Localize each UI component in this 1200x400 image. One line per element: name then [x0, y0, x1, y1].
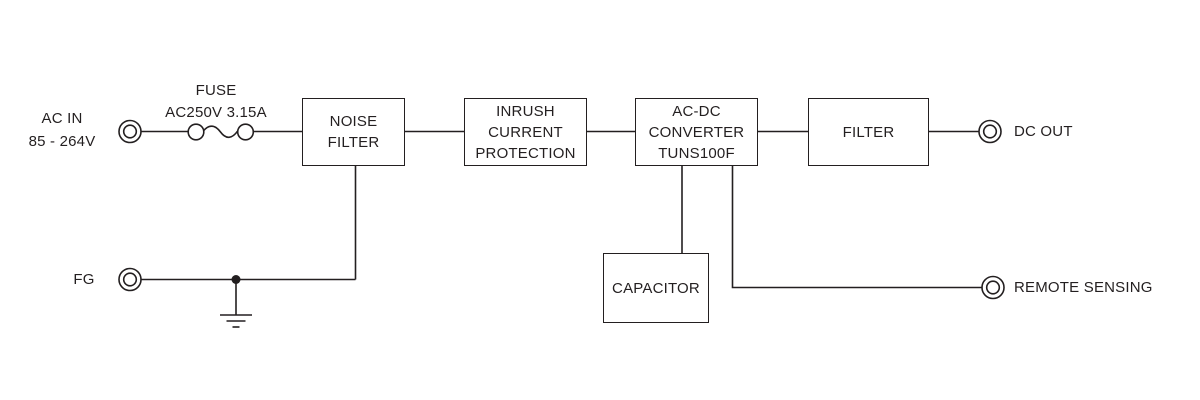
ac-in-label: AC IN 85 - 264V: [12, 107, 112, 153]
fg-terminal-icon: [118, 267, 142, 292]
block-label-line: INRUSH: [496, 102, 555, 120]
ac-dc-converter-block: AC-DC CONVERTER TUNS100F: [635, 98, 758, 166]
fuse-label: FUSE AC250V 3.15A: [150, 80, 282, 124]
dc-out-label: DC OUT: [1014, 123, 1073, 140]
fuse-label-line2: AC250V 3.15A: [165, 104, 267, 121]
dc-out-terminal-icon: [978, 119, 1002, 144]
remote-sensing-label: REMOTE SENSING: [1014, 279, 1153, 296]
wire-acdc-to-remote: [731, 166, 982, 289]
block-label-line: NOISE: [329, 113, 378, 130]
filter-block: FILTER: [808, 98, 929, 166]
ac-in-label-line2: 85 - 264V: [28, 133, 96, 150]
block-label-line: FILTER: [327, 134, 380, 151]
block-label-line: TUNS100F: [658, 144, 735, 162]
capacitor-block: CAPACITOR: [603, 253, 709, 323]
fuse-label-line1: FUSE: [195, 82, 237, 99]
block-label-line: CONVERTER: [648, 123, 745, 141]
ac-in-label-line1: AC IN: [41, 110, 83, 127]
block-label-line: CAPACITOR: [612, 279, 700, 297]
block-label-line: AC-DC: [672, 102, 721, 120]
block-label-line: PROTECTION: [475, 144, 576, 162]
ground-icon: [220, 279, 252, 328]
noise-filter-block: NOISE FILTER: [302, 98, 405, 166]
inrush-current-protection-block: INRUSH CURRENT PROTECTION: [464, 98, 587, 166]
block-label-line: FILTER: [842, 123, 895, 141]
fg-label: FG: [73, 271, 95, 288]
remote-sensing-terminal-icon: [981, 275, 1005, 300]
fuse-icon: [187, 123, 255, 141]
block-label-line: CURRENT: [488, 123, 563, 141]
ac-in-terminal-icon: [118, 119, 142, 144]
